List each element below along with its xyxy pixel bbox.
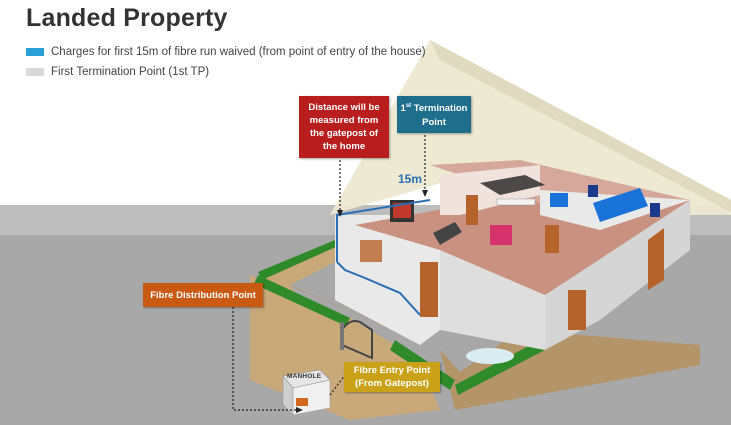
gatepost bbox=[340, 322, 344, 350]
callout-first-tp: 1st Termination Point bbox=[397, 96, 471, 133]
blue-sofa bbox=[593, 188, 648, 222]
blue-armchair bbox=[650, 203, 660, 217]
hedge-back-left bbox=[258, 240, 338, 280]
callout-entry-line-1: Fibre Entry Point bbox=[353, 365, 431, 376]
distance-arrowhead bbox=[337, 210, 343, 217]
manhole-label: MANHOLE bbox=[287, 373, 322, 380]
callout-distance-line-1: Distance will be bbox=[308, 102, 380, 113]
callout-distance: Distance will be measured from the gatep… bbox=[299, 96, 389, 158]
sofa-grey bbox=[433, 222, 462, 245]
window-left bbox=[360, 240, 382, 262]
right-door bbox=[648, 228, 664, 290]
rug bbox=[480, 175, 545, 195]
callout-distance-line-2: measured from bbox=[309, 115, 379, 126]
legend-label-fibre-waived: Charges for first 15m of fibre run waive… bbox=[51, 46, 426, 58]
legend-fibre-waived: Charges for first 15m of fibre run waive… bbox=[26, 46, 426, 58]
tv-screen bbox=[393, 203, 411, 218]
tp-arrowhead bbox=[422, 190, 428, 197]
fibre-run-upper bbox=[336, 199, 431, 262]
distance-15m-label: 15m bbox=[398, 172, 423, 186]
blue-chair bbox=[550, 193, 568, 207]
callout-fdp-label: Fibre Distribution Point bbox=[150, 289, 256, 301]
yard-soil bbox=[260, 272, 700, 410]
legend-first-tp: First Termination Point (1st TP) bbox=[26, 66, 209, 78]
roof-edge bbox=[430, 40, 731, 212]
callout-distance-line-3: the gatepost of bbox=[309, 128, 379, 139]
gate bbox=[341, 320, 373, 360]
side-door bbox=[568, 290, 586, 330]
page-title: Landed Property bbox=[26, 4, 228, 32]
roof bbox=[330, 40, 731, 215]
callout-fibre-entry-point: Fibre Entry Point (From Gatepost) bbox=[344, 362, 440, 392]
fibre-run-lower bbox=[336, 261, 421, 316]
manhole-front bbox=[292, 379, 331, 416]
back-door bbox=[466, 195, 478, 225]
callout-first-tp-line-1: 1st Termination bbox=[401, 100, 468, 115]
callout-first-tp-superscript: st bbox=[405, 103, 412, 110]
front-door bbox=[420, 262, 438, 317]
callout-first-tp-number: 1 bbox=[400, 103, 406, 115]
fibre-entry-marker bbox=[466, 348, 514, 364]
legend-swatch-blue bbox=[26, 48, 44, 56]
manhole-core bbox=[296, 398, 308, 406]
blue-armchair-2 bbox=[588, 185, 598, 197]
callout-distance-line-4: the home bbox=[322, 141, 366, 152]
inner-door bbox=[545, 225, 559, 253]
callout-first-tp-line-1-rest: Termination bbox=[411, 103, 468, 115]
aircon bbox=[496, 198, 536, 206]
legend-label-first-tp: First Termination Point (1st TP) bbox=[51, 66, 210, 78]
fdp-arrowhead bbox=[296, 407, 303, 413]
armchair-pink bbox=[490, 225, 512, 245]
callout-fibre-distribution-point: Fibre Distribution Point bbox=[143, 283, 263, 307]
hedge-right bbox=[455, 340, 545, 395]
legend-swatch-grey bbox=[26, 68, 44, 76]
callout-entry-line-2: (From Gatepost) bbox=[355, 378, 429, 389]
hedge-left bbox=[254, 275, 350, 326]
callout-first-tp-line-2: Point bbox=[422, 116, 446, 128]
